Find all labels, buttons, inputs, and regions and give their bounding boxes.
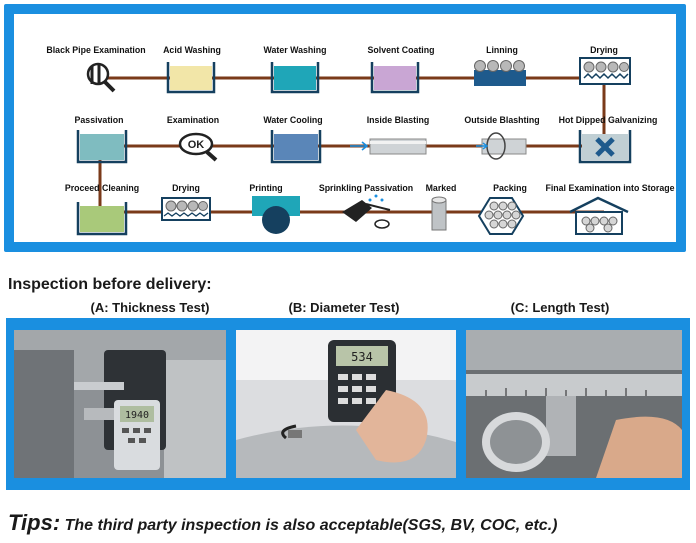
step-label-passivation: Passivation	[74, 115, 124, 125]
inside-blasting-pipe-icon	[350, 138, 427, 155]
step-label-black-pipe-examination: Black Pipe Examination	[46, 45, 146, 55]
step-label-acid-washing: Acid Washing	[163, 45, 221, 55]
tips-keyword: Tips:	[8, 510, 61, 535]
inspection-photos-strip: 1940 534	[6, 318, 690, 490]
step-label-marked: Marked	[425, 183, 457, 193]
diameter-test-photo: 534	[236, 330, 456, 478]
step-label-hot-dipped-galvanizing: Hot Dipped Galvanizing	[558, 115, 658, 125]
process-panel	[14, 14, 676, 242]
ok-magnifier-icon: OK	[178, 132, 218, 162]
step-label-water-cooling: Water Cooling	[263, 115, 323, 125]
step-label-proceed-cleaning: Proceed Cleaning	[64, 183, 140, 193]
solvent-coating-tank-icon	[370, 62, 420, 94]
ok-label: OK	[188, 139, 205, 151]
step-label-linning: Linning	[486, 45, 518, 55]
thickness-test-photo: 1940	[14, 330, 226, 478]
marked-pipe-icon	[431, 196, 447, 231]
thickness-reading: 1940	[125, 410, 149, 421]
tips-text: The third party inspection is also accep…	[64, 517, 558, 534]
passivation-tank-icon	[76, 130, 128, 164]
diameter-reading: 534	[351, 350, 373, 364]
water-cooling-tank-icon	[270, 130, 322, 164]
step-label-water-washing: Water Washing	[263, 45, 327, 55]
galvanizing-tank-icon	[578, 130, 632, 164]
drying-pipes-icon	[161, 197, 211, 221]
step-label-drying: Drying	[590, 45, 618, 55]
water-washing-tank-icon	[270, 62, 320, 94]
inspection-heading: Inspection before delivery:	[8, 276, 212, 293]
outside-blasting-pipe-icon	[476, 132, 527, 160]
step-label-printing: Printing	[249, 183, 283, 193]
length-test-caption: (C: Length Test)	[510, 300, 610, 315]
step-label-solvent-coating: Solvent Coating	[367, 45, 435, 55]
sprinkler-nozzle-icon	[342, 194, 391, 229]
linning-pipes-icon	[474, 60, 526, 86]
tips-line: Tips: The third party inspection is also…	[8, 510, 557, 536]
diameter-test-caption: (B: Diameter Test)	[288, 300, 400, 315]
step-label-sprinkling-passivation: Sprinkling Passivation	[318, 183, 414, 193]
process-flow-diagram: OK	[76, 57, 632, 236]
step-label-drying-2: Drying	[172, 183, 200, 193]
step-label-packing: Packing	[493, 183, 527, 193]
cleaning-tank-icon	[76, 202, 128, 236]
pipe-bundle-icon	[477, 197, 525, 235]
step-label-inside-blasting: Inside Blasting	[366, 115, 430, 125]
step-label-examination: Examination	[166, 115, 220, 125]
length-test-photo	[466, 330, 682, 478]
storage-warehouse-icon	[569, 196, 629, 235]
acid-washing-tank-icon	[166, 62, 216, 94]
thickness-test-caption: (A: Thickness Test)	[90, 300, 210, 315]
step-label-outside-blasting: Outside Blashting	[464, 115, 540, 125]
step-label-final-examination: Final Examination into Storage	[545, 183, 675, 193]
magnifier-icon	[84, 62, 116, 93]
printing-roller-icon	[252, 196, 300, 234]
drying-rack-icon	[579, 57, 631, 85]
